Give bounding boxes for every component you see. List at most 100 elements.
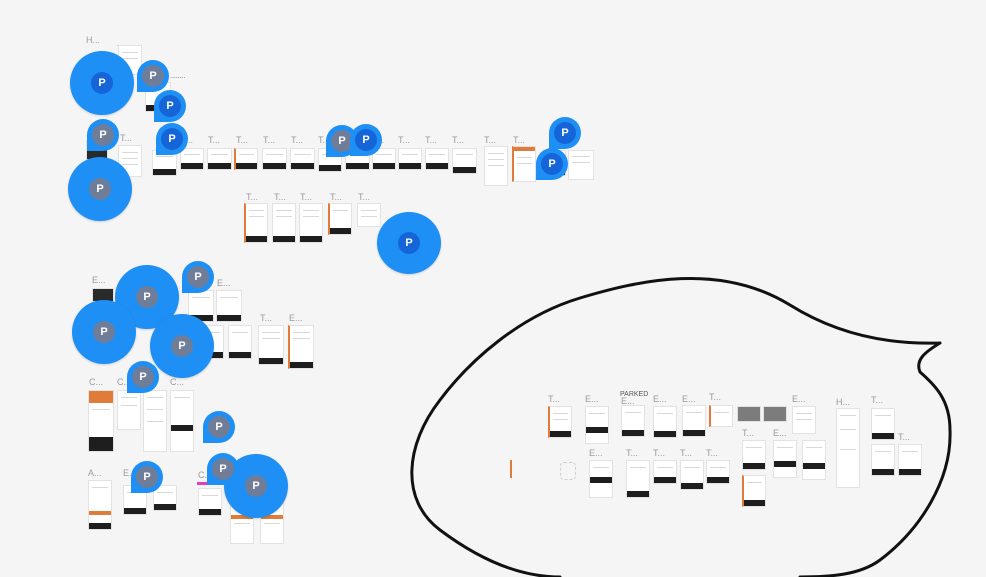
frame-thumbnail[interactable] <box>244 203 268 243</box>
frame-label: T... <box>871 395 884 405</box>
group-title: C... <box>117 377 132 387</box>
frame-thumbnail[interactable] <box>680 460 704 490</box>
frame-label: T... <box>120 133 133 143</box>
presence-pin-large[interactable]: P <box>150 314 214 378</box>
frame-thumbnail[interactable] <box>512 146 536 182</box>
frame-thumbnail[interactable] <box>548 406 572 438</box>
frame-thumbnail[interactable] <box>180 148 204 170</box>
frame-label: T... <box>709 392 722 402</box>
frame-label: E... <box>589 448 603 458</box>
frame-thumbnail[interactable] <box>773 440 797 478</box>
comment-pin[interactable]: P <box>549 117 581 149</box>
frame-thumbnail[interactable] <box>871 408 895 440</box>
frame-thumbnail[interactable] <box>763 406 787 422</box>
comment-pin[interactable]: P <box>156 123 188 155</box>
frame-thumbnail[interactable] <box>207 148 232 170</box>
comment-pin[interactable]: P <box>137 60 169 92</box>
frame-thumbnail[interactable] <box>898 444 922 476</box>
frame-label: T... <box>706 448 719 458</box>
frame-thumbnail[interactable] <box>88 390 114 452</box>
frame-label: T... <box>626 448 639 458</box>
group-title: E... <box>92 275 106 285</box>
frame-label: E... <box>773 428 787 438</box>
frame-thumbnail[interactable] <box>198 488 222 516</box>
presence-pin-large[interactable]: P <box>72 300 136 364</box>
frame-thumbnail[interactable] <box>709 405 733 427</box>
comment-pin[interactable]: P <box>207 453 239 485</box>
frame-thumbnail[interactable] <box>234 148 258 170</box>
frame-thumbnail[interactable] <box>88 480 112 530</box>
frame-thumbnail[interactable] <box>117 390 141 430</box>
frame-label: E... <box>792 394 806 404</box>
frame-label: E... <box>682 394 696 404</box>
frame-thumbnail[interactable] <box>452 148 477 174</box>
frame-thumbnail[interactable] <box>398 148 422 170</box>
frame-thumbnail[interactable] <box>216 290 242 322</box>
comment-pin[interactable]: P <box>87 119 119 151</box>
frame-label: T... <box>398 135 411 145</box>
comment-pin[interactable]: P <box>350 124 382 156</box>
frame-label: T... <box>898 432 911 442</box>
frame-label: T... <box>653 448 666 458</box>
frame-thumbnail[interactable] <box>589 460 613 498</box>
frame-thumbnail[interactable] <box>372 148 396 170</box>
frame-thumbnail[interactable] <box>357 203 381 227</box>
frame-thumbnail[interactable] <box>742 475 766 507</box>
group-title: E... <box>217 278 231 288</box>
frame-label: T... <box>358 192 371 202</box>
frame-label: T... <box>300 192 313 202</box>
frame-label: T... <box>452 135 465 145</box>
frame-thumbnail[interactable] <box>290 148 315 170</box>
frame-thumbnail[interactable] <box>299 203 323 243</box>
frame-label: T... <box>680 448 693 458</box>
selection-marker <box>197 482 209 485</box>
frame-label: T... <box>484 135 497 145</box>
frame-thumbnail[interactable] <box>143 390 167 452</box>
frame-label: T... <box>330 192 343 202</box>
frame-thumbnail[interactable] <box>272 203 296 243</box>
frame-thumbnail[interactable] <box>802 440 826 480</box>
comment-pin[interactable]: P <box>182 261 214 293</box>
frame-thumbnail[interactable] <box>288 325 314 369</box>
frame-thumbnail[interactable] <box>653 406 677 438</box>
frame-thumbnail[interactable] <box>626 460 650 498</box>
frame-thumbnail[interactable] <box>170 390 194 452</box>
presence-pin-large[interactable]: P <box>70 51 134 115</box>
frame-label: H... <box>836 397 851 407</box>
frame-thumbnail[interactable] <box>792 406 816 434</box>
comment-pin[interactable]: P <box>127 361 159 393</box>
frame-label: T... <box>318 135 331 145</box>
frame-thumbnail[interactable] <box>258 325 284 365</box>
comment-pin[interactable]: P <box>536 148 568 180</box>
frame-label: E... <box>653 394 667 404</box>
comment-pin[interactable]: P <box>203 411 235 443</box>
frame-thumbnail[interactable] <box>228 325 252 359</box>
frame-label: E... <box>621 396 635 406</box>
frame-thumbnail[interactable] <box>742 440 766 470</box>
frame-thumbnail[interactable] <box>621 405 645 437</box>
frame-label: T... <box>513 135 526 145</box>
frame-thumbnail[interactable] <box>568 150 594 180</box>
frame-thumbnail[interactable] <box>585 406 609 444</box>
frame-thumbnail[interactable] <box>836 408 860 488</box>
frame-thumbnail[interactable] <box>425 148 449 170</box>
orange-marker <box>510 460 512 478</box>
frame-thumbnail[interactable] <box>653 460 677 484</box>
faded-shape <box>560 462 576 480</box>
frame-thumbnail[interactable] <box>484 146 508 186</box>
frame-label: T... <box>742 428 755 438</box>
frame-label: E... <box>289 313 303 323</box>
frame-thumbnail[interactable] <box>871 444 895 476</box>
comment-pin[interactable]: P <box>131 461 163 493</box>
frame-thumbnail[interactable] <box>328 203 352 235</box>
frame-thumbnail[interactable] <box>682 405 706 437</box>
presence-pin-large[interactable]: P <box>377 212 441 274</box>
comment-pin[interactable]: P <box>154 90 186 122</box>
frame-thumbnail[interactable] <box>706 460 730 484</box>
frame-label: T... <box>236 135 249 145</box>
frame-thumbnail[interactable] <box>262 148 287 170</box>
frame-thumbnail[interactable] <box>737 406 761 422</box>
presence-pin-large[interactable]: P <box>68 157 132 221</box>
